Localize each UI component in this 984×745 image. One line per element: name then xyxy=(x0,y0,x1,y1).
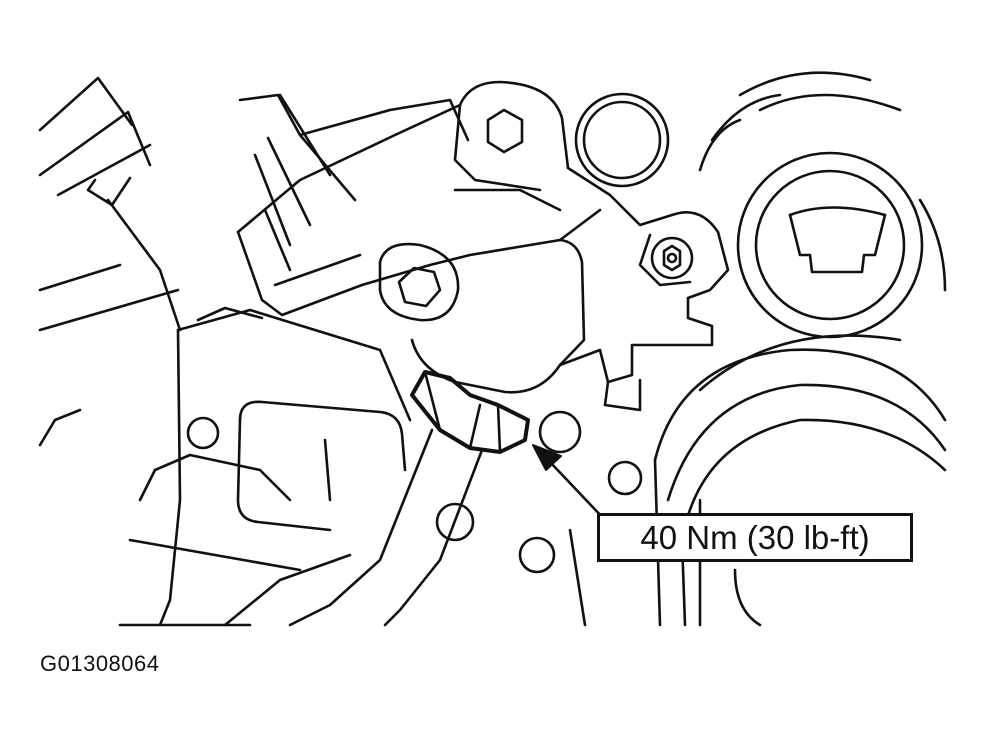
figure-id: G01308064 xyxy=(40,651,160,676)
engine-block-left xyxy=(38,76,412,627)
torque-arrow xyxy=(532,444,607,522)
pulley-upper xyxy=(698,71,947,339)
engine-cavity xyxy=(236,400,407,532)
round-boss xyxy=(574,92,670,188)
sensor-housing xyxy=(236,80,586,394)
hex-bolt-upper xyxy=(486,108,524,154)
pulley-lower xyxy=(568,334,947,627)
mounting-holes xyxy=(186,410,643,574)
torque-spec-label: 40 Nm (30 lb-ft) xyxy=(597,513,913,562)
torque-spec-text: 40 Nm (30 lb-ft) xyxy=(640,518,870,556)
hex-bolt-middle xyxy=(397,266,442,308)
bracket xyxy=(558,166,730,412)
sensor-nut xyxy=(410,370,530,454)
sensor-cable xyxy=(223,428,484,627)
